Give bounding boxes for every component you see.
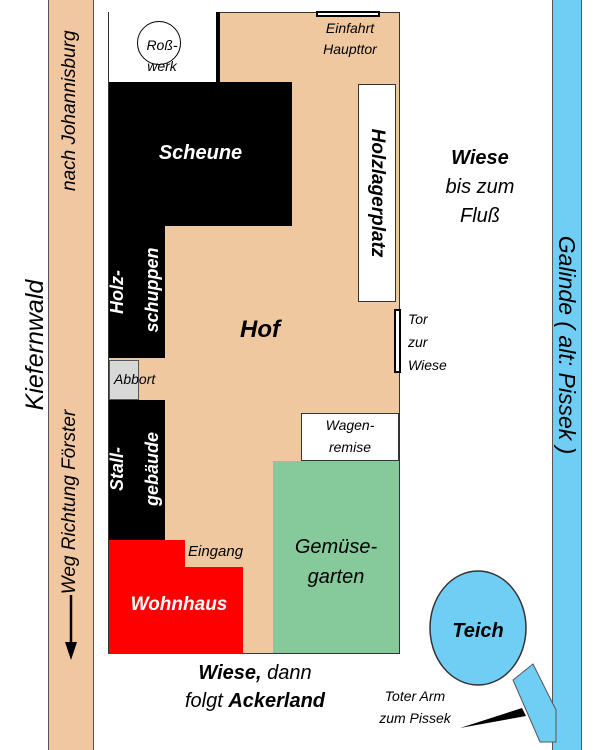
rosswerk-label-2: werk: [147, 58, 177, 74]
meadow-right-label-2: bis zum: [445, 176, 515, 198]
wagenremise-label-2: remise: [328, 439, 371, 455]
rosswerk-label-1: Roß-: [146, 37, 178, 53]
scheune-label: Scheune: [158, 142, 243, 164]
dead-arm-label-2: zum Pissek: [379, 710, 451, 726]
abbort-label: Abbort: [114, 371, 156, 387]
river-strip: [552, 0, 582, 750]
meadow-gate-marker: [394, 309, 401, 373]
wagenremise-label-1: Wagen-: [325, 417, 375, 433]
stall-building: [109, 400, 165, 540]
wohnhaus-label: Wohnhaus: [130, 594, 228, 615]
abbort-box: [109, 360, 139, 400]
eingang-label: Eingang: [188, 543, 244, 560]
holzlagerplatz-area: [358, 84, 396, 302]
meadow-right-label-1: Wiese: [451, 147, 509, 169]
dead-arm-label-1: Toter Arm: [384, 688, 446, 704]
wohnhaus-building-b: [109, 567, 243, 654]
meadow-bottom-wiese: Wiese,: [198, 662, 262, 684]
rosswerk-divider: [216, 12, 220, 82]
meadow-right-label-3: Fluß: [460, 205, 500, 227]
main-gate-label-1: Einfahrt: [325, 20, 375, 36]
gemuesegarten-area: [273, 461, 399, 653]
meadow-gate-label-3: Wiese: [408, 357, 447, 373]
meadow-bottom-label-1: Wiese, dann: [140, 662, 370, 685]
scheune-building: [109, 82, 292, 226]
gemuesegarten-label-2: garten: [307, 566, 365, 588]
rosswerk-circle: [137, 21, 181, 65]
meadow-bottom-folgt: folgt: [184, 690, 229, 712]
meadow-bottom-ackerland: Ackerland: [228, 690, 326, 712]
holzschuppen-building: [109, 226, 165, 358]
main-gate-label-2: Haupttor: [323, 41, 377, 57]
meadow-bottom-dann: dann: [261, 662, 312, 684]
meadow-bottom-label-2: folgt Ackerland: [130, 690, 380, 713]
main-gate-marker: [316, 11, 380, 17]
meadow-gate-label-1: Tor: [408, 311, 428, 327]
hof-label: Hof: [240, 316, 280, 343]
teich-label: Teich: [452, 620, 504, 642]
gemuesegarten-label-1: Gemüse-: [294, 536, 378, 558]
wagenremise-box: [301, 413, 399, 461]
meadow-gate-label-2: zur: [408, 334, 428, 350]
